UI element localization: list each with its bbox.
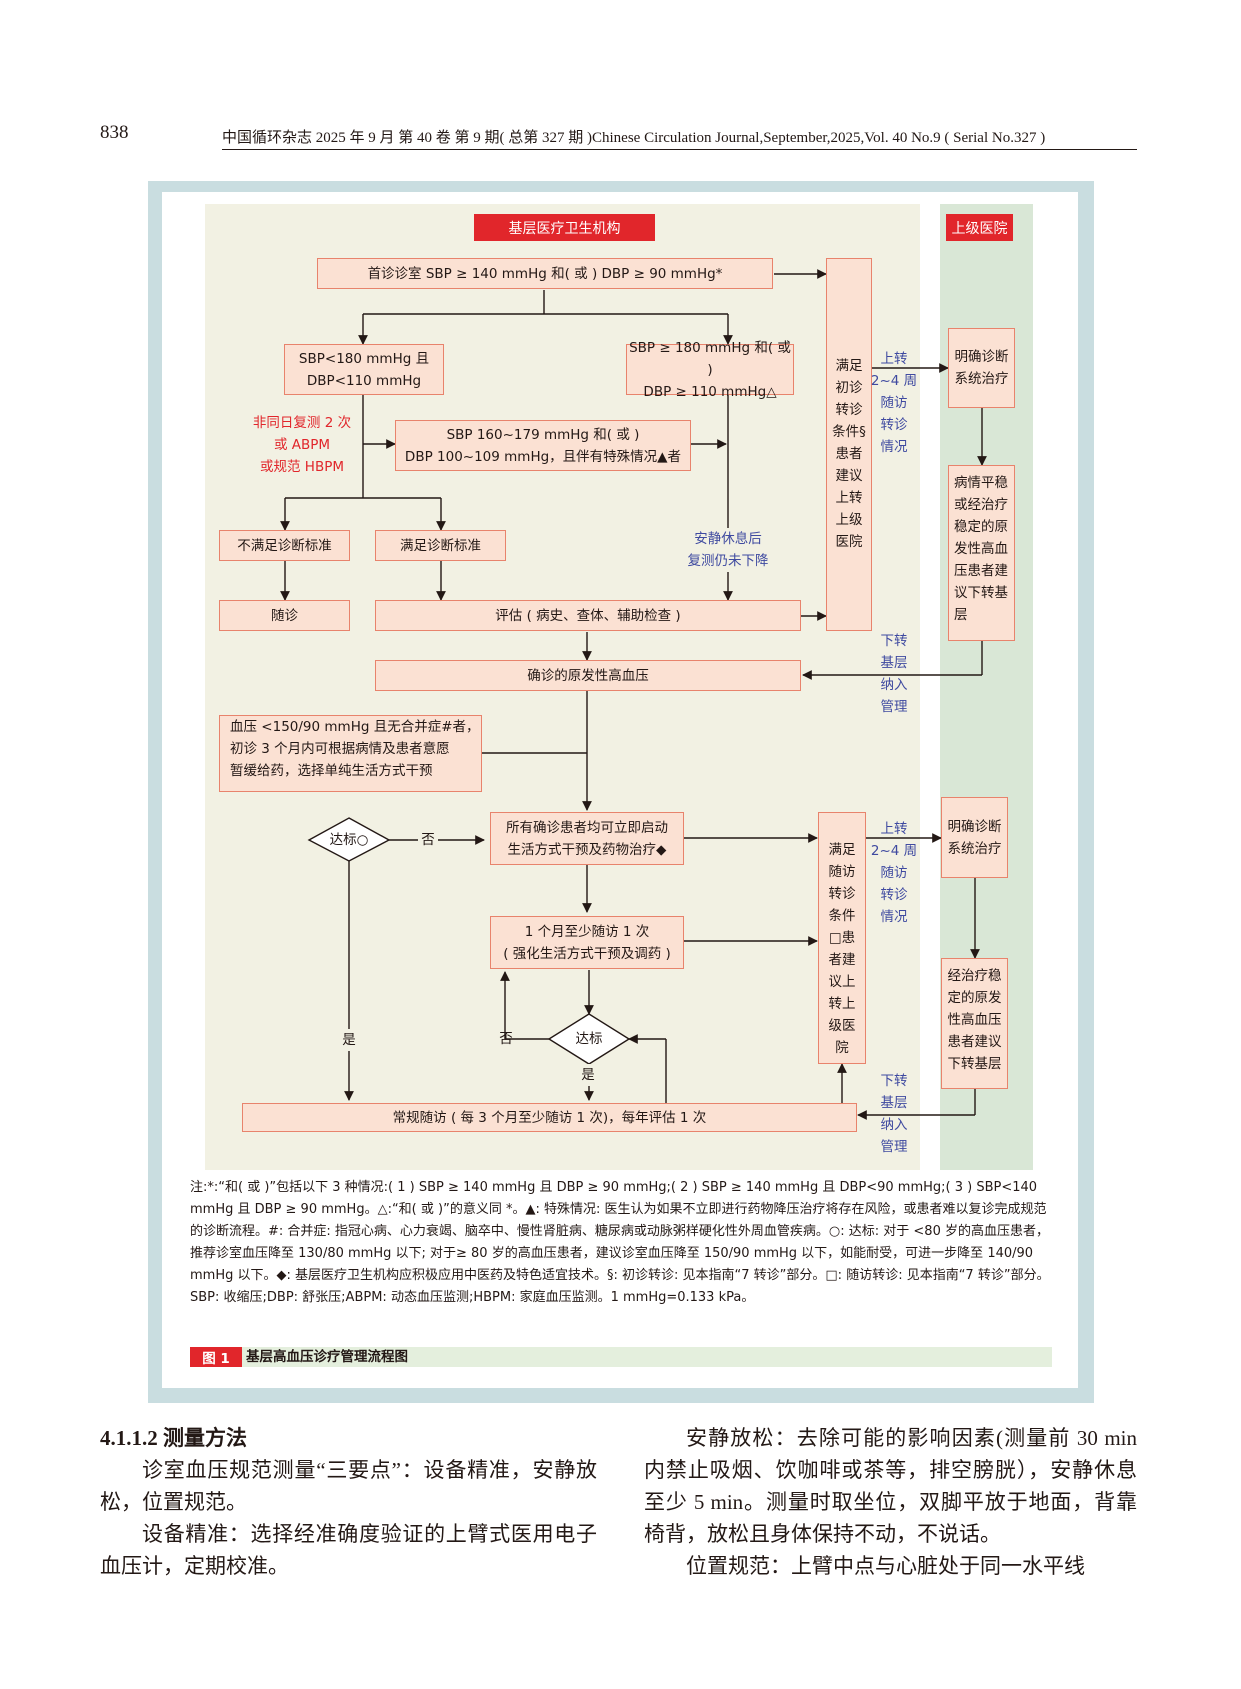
paragraph-device: 设备精准：选择经准确度验证的上臂式医用电子血压计，定期校准。 [100, 1522, 597, 1578]
up2-line-2: 2~4 周 [870, 843, 918, 859]
up2-line-1: 上转 [880, 821, 908, 837]
special-case-line-2: DBP 100~109 mmHg，且伴有特殊情况▲者 [404, 448, 682, 465]
upward-referral-label-2: 上转 2~4 周 随访 转诊 情况 [868, 818, 920, 928]
paragraph-three-points: 诊室血压规范测量“三要点”：设备精准，安静放松，位置规范。 [100, 1458, 597, 1514]
follow-up-box: 随诊 [219, 600, 350, 631]
body-column-right: 安静放松：去除可能的影响因素(测量前 30 min 内禁止吸烟、饮咖啡或茶等，排… [644, 1422, 1137, 1582]
yes-label-1: 是 [339, 1029, 359, 1051]
down1-line-4: 管理 [880, 699, 908, 715]
confirmed-hypertension-box: 确诊的原发性高血压 [375, 660, 801, 691]
high-bp-box: SBP ≥ 180 mmHg 和( 或 ) DBP ≥ 110 mmHg△ [626, 340, 794, 400]
lifestyle-only-box: 血压 <150/90 mmHg 且无合并症#者， 初诊 3 个月内可根据病情及患… [219, 715, 482, 792]
target-diamond-label-2: 达标 [575, 1031, 603, 1047]
figure-caption: 基层高血压诊疗管理流程图 [246, 1349, 408, 1365]
low-bp-line-1: SBP<180 mmHg 且 [298, 350, 430, 367]
caption-bar [190, 1347, 1052, 1367]
low-bp-line-2: DBP<110 mmHg [306, 372, 422, 389]
down2-line-2: 基层 [880, 1095, 908, 1111]
up2-line-3: 随访 [880, 865, 908, 881]
high-bp-line-1: SBP ≥ 180 mmHg 和( 或 ) [629, 339, 791, 378]
lifestyle-line-1: 血压 <150/90 mmHg 且无合并症#者， [230, 719, 480, 735]
low-bp-box: SBP<180 mmHg 且 DBP<110 mmHg [284, 344, 444, 395]
down1-line-1: 下转 [880, 633, 908, 649]
lifestyle-line-3: 暂缓给药，选择单纯生活方式干预 [230, 763, 433, 779]
paragraph-relax: 安静放松：去除可能的影响因素(测量前 30 min 内禁止吸烟、饮咖啡或茶等，排… [644, 1426, 1137, 1546]
downward-referral-label-2: 下转 基层 纳入 管理 [868, 1070, 920, 1158]
no-label-1: 否 [418, 829, 438, 851]
down2-line-3: 纳入 [880, 1117, 908, 1133]
downward-referral-label-1: 下转 基层 纳入 管理 [868, 630, 920, 718]
down2-line-4: 管理 [880, 1139, 908, 1155]
evaluation-box: 评估 ( 病史、查体、辅助检查 ) [375, 600, 801, 631]
up2-line-5: 情况 [880, 909, 908, 925]
upper-hospital-header: 上级医院 [946, 214, 1013, 241]
up1-line-3: 随访 [880, 395, 908, 411]
monthly-line-1: 1 个月至少随访 1 次 [524, 923, 650, 940]
upper-stable-box-2: 经治疗稳定的原发性高血压患者建议下转基层 [941, 958, 1008, 1089]
up1-line-1: 上转 [880, 351, 908, 367]
monthly-follow-up-box: 1 个月至少随访 1 次 ( 强化生活方式干预及调药 ) [490, 916, 684, 969]
upward-referral-label-1: 上转 2~4 周 随访 转诊 情况 [868, 348, 920, 458]
target-diamond-1 [307, 817, 391, 862]
up1-line-5: 情况 [880, 439, 908, 455]
rest-retest-label: 安静休息后 复测仍未下降 [678, 528, 778, 572]
upper-diagnosis-box-1: 明确诊断系统治疗 [948, 328, 1015, 408]
not-meet-criteria-box: 不满足诊断标准 [219, 530, 350, 561]
paragraph-position: 位置规范：上臂中点与心脏处于同一水平线 [686, 1554, 1085, 1578]
retest-label-line-1: 非同日复测 2 次 [252, 415, 352, 431]
up2-line-4: 转诊 [880, 887, 908, 903]
routine-follow-up-box: 常规随访 ( 每 3 个月至少随访 1 次)，每年评估 1 次 [242, 1103, 857, 1132]
initial-referral-box: 满足初诊转诊条件§患者建议上转上级医院 [826, 258, 872, 631]
retest-label-line-2: 或 ABPM [273, 437, 331, 453]
upper-stable-box-1: 病情平稳或经治疗稳定的原发性高血压患者建议下转基层 [948, 465, 1015, 641]
rest-retest-line-2: 复测仍未下降 [687, 553, 769, 569]
body-column-left: 4.1.1.2 测量方法 诊室血压规范测量“三要点”：设备精准，安静放松，位置规… [100, 1422, 597, 1582]
treatment-start-box: 所有确诊患者均可立即启动 生活方式干预及药物治疗◆ [490, 812, 684, 865]
up1-line-4: 转诊 [880, 417, 908, 433]
initial-visit-box: 首诊诊室 SBP ≥ 140 mmHg 和( 或 ) DBP ≥ 90 mmHg… [317, 258, 773, 289]
down1-line-2: 基层 [880, 655, 908, 671]
down1-line-3: 纳入 [880, 677, 908, 693]
special-case-box: SBP 160~179 mmHg 和( 或 ) DBP 100~109 mmHg… [395, 420, 691, 471]
meet-criteria-box: 满足诊断标准 [375, 530, 506, 561]
high-bp-line-2: DBP ≥ 110 mmHg△ [643, 383, 777, 400]
lifestyle-line-2: 初诊 3 个月内可根据病情及患者意愿 [230, 741, 450, 757]
figure-notes: 注:*:“和( 或 )”包括以下 3 种情况:( 1 ) SBP ≥ 140 m… [190, 1180, 1050, 1305]
special-case-line-1: SBP 160~179 mmHg 和( 或 ) [446, 426, 640, 443]
primary-care-header: 基层医疗卫生机构 [474, 214, 655, 241]
monthly-line-2: ( 强化生活方式干预及调药 ) [503, 945, 671, 962]
journal-running-head: 中国循环杂志 2025 年 9 月 第 40 卷 第 9 期( 总第 327 期… [222, 126, 1137, 150]
up1-line-2: 2~4 周 [870, 373, 918, 389]
retest-label: 非同日复测 2 次 或 ABPM 或规范 HBPM [248, 412, 356, 478]
yes-label-2: 是 [578, 1064, 598, 1086]
follow-up-referral-box: 满足随访转诊条件□患者建议上转上级医院 [818, 812, 866, 1064]
upper-diagnosis-box-2: 明确诊断系统治疗 [941, 797, 1008, 878]
treatment-line-2: 生活方式干预及药物治疗◆ [507, 841, 667, 858]
page-number: 838 [100, 122, 129, 143]
treatment-line-1: 所有确诊患者均可立即启动 [506, 819, 668, 836]
section-heading: 4.1.1.2 测量方法 [100, 1426, 247, 1450]
figure-number: 图 1 [190, 1347, 242, 1367]
rest-retest-line-1: 安静休息后 [694, 531, 762, 547]
retest-label-line-3: 或规范 HBPM [260, 459, 344, 475]
no-label-2: 否 [499, 1031, 513, 1047]
target-diamond-label-1: 达标○ [329, 832, 369, 848]
down2-line-1: 下转 [880, 1073, 908, 1089]
